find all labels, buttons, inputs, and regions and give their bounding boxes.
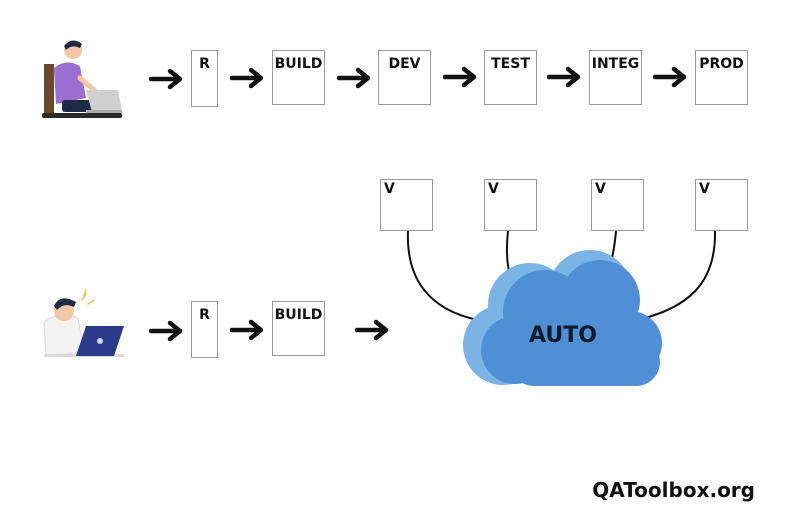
environment-label: V [384, 181, 395, 197]
environment-box: V [380, 179, 433, 231]
brand-text: QAToolbox.org [592, 478, 755, 502]
manual-stage-test: TEST [484, 50, 537, 105]
auto-stage-build: BUILD [272, 301, 325, 356]
arrow-right-icon [655, 69, 684, 85]
environment-box: V [695, 179, 748, 231]
manual-stage-build: BUILD [272, 50, 325, 105]
cloud-icon [463, 250, 662, 386]
person-at-laptop-icon [42, 40, 122, 118]
arrow-right-icon [151, 323, 180, 339]
person-with-laptop-icon [43, 289, 124, 357]
stage-label: R [199, 307, 210, 323]
auto-cloud-label: AUTO [529, 323, 597, 348]
manual-stage-prod: PROD [695, 50, 748, 105]
auto-stage-repo: R [191, 301, 218, 358]
arrow-right-icon [232, 322, 261, 338]
stage-label: TEST [491, 56, 530, 72]
arrow-right-icon [232, 70, 261, 86]
arrow-right-icon [151, 71, 180, 87]
arrow-right-icon [549, 69, 578, 85]
stage-label: R [199, 56, 210, 72]
environment-label: V [699, 181, 710, 197]
stage-label: BUILD [274, 56, 323, 72]
arrow-right-icon [357, 322, 386, 338]
stage-label: INTEG [591, 56, 640, 72]
manual-stage-repo: R [191, 50, 218, 107]
environment-box: V [591, 179, 644, 231]
environment-box: V [484, 179, 537, 231]
environment-label: V [488, 181, 499, 197]
manual-stage-integ: INTEG [589, 50, 642, 105]
arrow-right-icon [445, 69, 474, 85]
manual-stage-dev: DEV [378, 50, 431, 105]
environment-label: V [595, 181, 606, 197]
stage-label: DEV [388, 56, 421, 72]
arrow-right-icon [339, 70, 368, 86]
stage-label: PROD [699, 56, 744, 72]
stage-label: BUILD [274, 307, 323, 323]
